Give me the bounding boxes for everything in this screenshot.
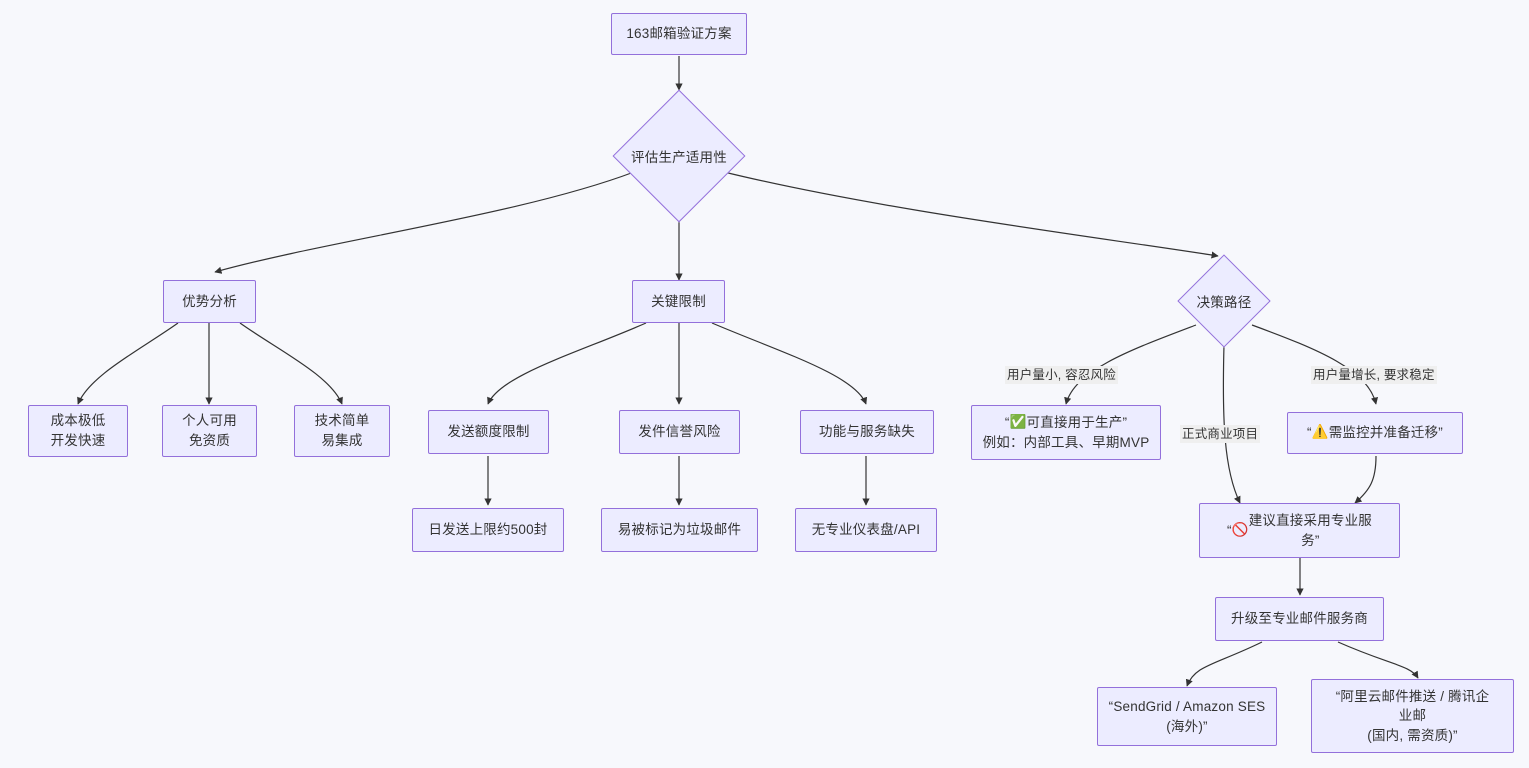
node-lim3-detail[interactable]: 无专业仪表盘/API (795, 508, 937, 552)
node-upgrade-provider[interactable]: 升级至专业邮件服务商 (1215, 597, 1384, 641)
edge-limits-lim3 (711, 322, 868, 405)
edge-label-commercial-text: 正式商业项目 (1182, 427, 1259, 441)
node-lim1[interactable]: 发送额度限制 (428, 410, 549, 454)
edge-limits-lim1 (487, 322, 647, 405)
node-limits[interactable]: 关键限制 (632, 280, 725, 323)
node-root-label: 163邮箱验证方案 (626, 26, 732, 42)
node-decision[interactable]: 决策路径 (1177, 254, 1271, 348)
node-lim3[interactable]: 功能与服务缺失 (800, 410, 934, 454)
stop-quote-open: “ (1226, 522, 1232, 538)
node-use-professional-text: 建议直接采用专业服 务” (1248, 512, 1373, 548)
node-adv1-label: 成本极低 开发快速 (50, 413, 106, 448)
node-lim2-detail[interactable]: 易被标记为垃圾邮件 (601, 508, 758, 552)
quote-open: “ (1004, 414, 1010, 430)
node-limits-label: 关键限制 (651, 293, 706, 309)
edge-decision-stop (1222, 344, 1241, 504)
edge-advantages-adv3 (239, 322, 343, 405)
edge-advantages-adv1 (77, 322, 179, 405)
node-lim2-detail-label: 易被标记为垃圾邮件 (617, 522, 742, 538)
node-root[interactable]: 163邮箱验证方案 (611, 13, 747, 55)
edge-warn-stop (1354, 455, 1377, 504)
edge-decision-warn (1251, 324, 1379, 405)
node-advantages[interactable]: 优势分析 (163, 280, 256, 323)
node-adv2-label: 个人可用 免资质 (182, 413, 237, 448)
node-adv3-label: 技术简单 易集成 (314, 413, 370, 448)
node-assess-label: 评估生产适用性 (631, 150, 727, 165)
edge-label-small-user-text: 用户量小, 容忍风险 (1007, 368, 1116, 382)
node-provider-domestic-label: “阿里云邮件推送 / 腾讯企 业邮 (国内, 需资质)” (1335, 688, 1490, 743)
node-adv1[interactable]: 成本极低 开发快速 (28, 405, 128, 457)
warning-icon: ⚠️ (1311, 424, 1329, 441)
edge-assess-decision (723, 171, 1219, 259)
node-monitor-migrate[interactable]: “ ⚠️ 需监控并准备迁移” (1287, 412, 1463, 454)
node-provider-international-label: “SendGrid / Amazon SES (海外)” (1108, 698, 1266, 734)
edge-upgrade-domestic (1337, 641, 1419, 679)
node-use-professional[interactable]: “ 🚫 建议直接采用专业服 务” (1199, 503, 1400, 558)
node-production-ok-line1: “ ✅ 可直接用于生产” (1005, 413, 1127, 433)
node-advantages-label: 优势分析 (182, 293, 237, 309)
edge-upgrade-intl (1185, 641, 1263, 687)
node-provider-domestic[interactable]: “阿里云邮件推送 / 腾讯企 业邮 (国内, 需资质)” (1311, 679, 1514, 753)
prohibited-icon: 🚫 (1231, 521, 1249, 538)
node-decision-label: 决策路径 (1196, 295, 1252, 310)
edge-label-growing-user: 用户量增长, 要求稳定 (1311, 366, 1437, 385)
node-lim1-label: 发送额度限制 (447, 424, 530, 440)
check-mark-icon: ✅ (1009, 413, 1027, 430)
warn-quote-open: “ (1306, 425, 1312, 441)
node-upgrade-provider-label: 升级至专业邮件服务商 (1231, 611, 1368, 627)
node-lim2-label: 发件信誉风险 (638, 424, 721, 440)
edge-decision-ok (1064, 324, 1197, 405)
node-production-ok[interactable]: “ ✅ 可直接用于生产” 例如：内部工具、早期MVP (971, 405, 1161, 460)
edge-label-small-user: 用户量小, 容忍风险 (1005, 366, 1118, 385)
edge-label-commercial: 正式商业项目 (1180, 425, 1261, 444)
node-monitor-migrate-text: 需监控并准备迁移” (1328, 425, 1443, 441)
node-assess[interactable]: 评估生产适用性 (612, 89, 746, 223)
node-lim2[interactable]: 发件信誉风险 (619, 410, 740, 454)
node-lim3-detail-label: 无专业仪表盘/API (811, 522, 921, 538)
edge-assess-advantages (214, 171, 635, 274)
node-adv2[interactable]: 个人可用 免资质 (162, 405, 257, 457)
node-production-ok-line2: 例如：内部工具、早期MVP (982, 434, 1150, 450)
edge-label-growing-user-text: 用户量增长, 要求稳定 (1313, 368, 1435, 382)
node-lim1-detail-label: 日发送上限约500封 (428, 522, 548, 538)
node-adv3[interactable]: 技术简单 易集成 (294, 405, 390, 457)
node-production-ok-text: 可直接用于生产” (1026, 414, 1128, 430)
node-lim1-detail[interactable]: 日发送上限约500封 (412, 508, 564, 552)
node-lim3-label: 功能与服务缺失 (819, 424, 915, 440)
node-provider-international[interactable]: “SendGrid / Amazon SES (海外)” (1097, 687, 1277, 746)
